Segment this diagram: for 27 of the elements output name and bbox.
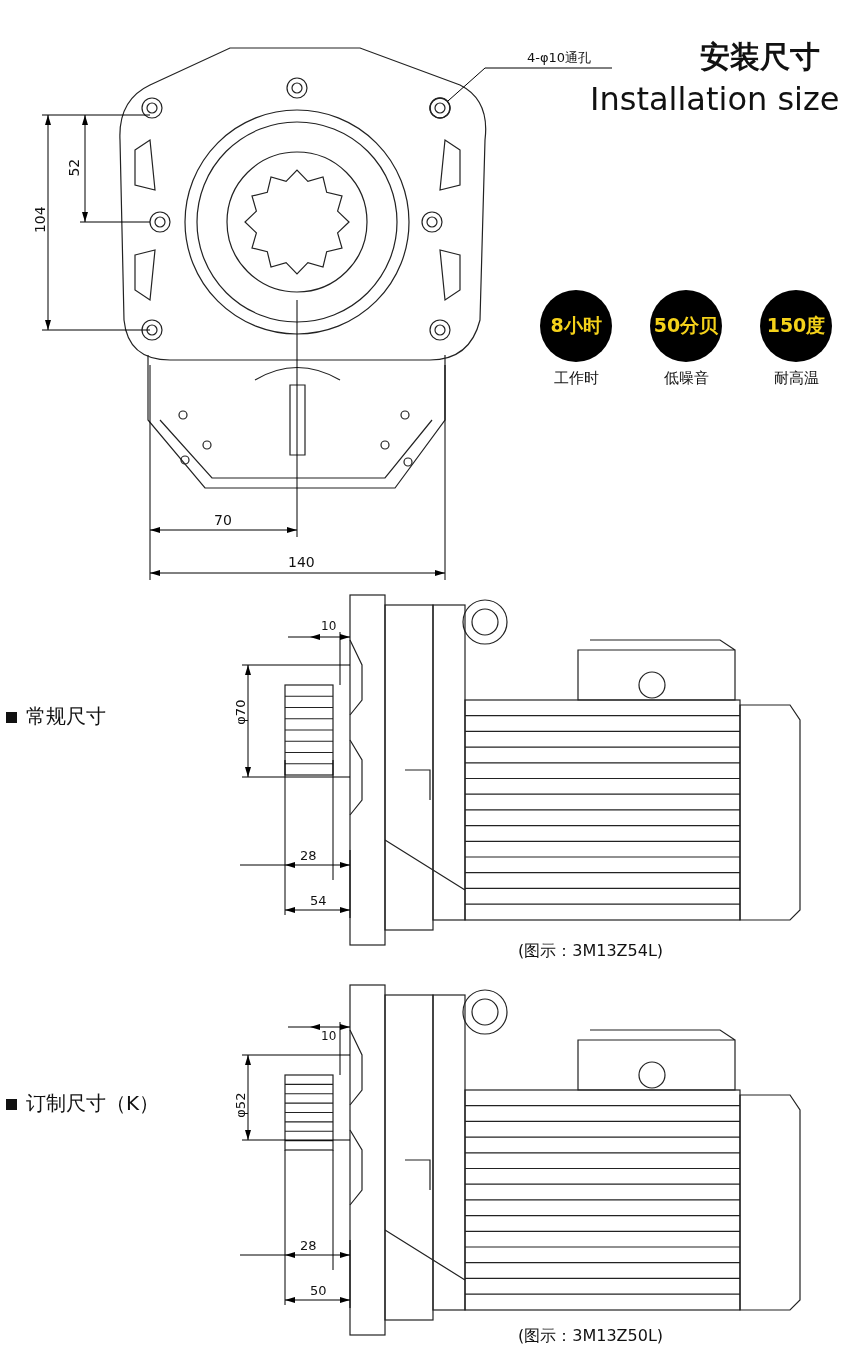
leader-line — [447, 67, 613, 102]
dimension-value: 10 — [321, 1030, 337, 1044]
title: 安装尺寸 — [700, 40, 820, 73]
dimension-value: 54 — [310, 894, 327, 909]
section-heading: 订制尺寸（K） — [26, 1092, 160, 1114]
badge-value: 50分贝 — [653, 313, 719, 338]
dimension-value: 28 — [300, 849, 317, 864]
dimension-value: φ70 — [234, 699, 249, 725]
badge-caption: 耐高温 — [772, 370, 820, 387]
dimension-value: 140 — [288, 555, 315, 571]
badge-caption: 低噪音 — [662, 370, 710, 387]
section-heading: 常规尺寸 — [26, 705, 106, 727]
badge-value: 150度 — [766, 313, 826, 338]
badge-caption: 工作时 — [552, 370, 600, 387]
dimension-value: 10 — [321, 620, 337, 634]
figure-caption: (图示：3M13Z50L) — [518, 1327, 664, 1345]
dimension-value: 52 — [67, 158, 83, 177]
dimension-value: 50 — [310, 1284, 327, 1299]
dimension-value: 104 — [32, 206, 49, 234]
subtitle: Installation size — [590, 82, 840, 118]
dimension-value: 70 — [214, 513, 232, 529]
mounting-hole — [429, 97, 451, 119]
dimension-value: 28 — [300, 1239, 317, 1254]
callout-text: 4-φ10通孔 — [527, 51, 592, 66]
figure-caption: (图示：3M13Z54L) — [518, 942, 664, 960]
badge-value: 8小时 — [550, 313, 602, 338]
dimension-value: φ52 — [234, 1092, 249, 1118]
